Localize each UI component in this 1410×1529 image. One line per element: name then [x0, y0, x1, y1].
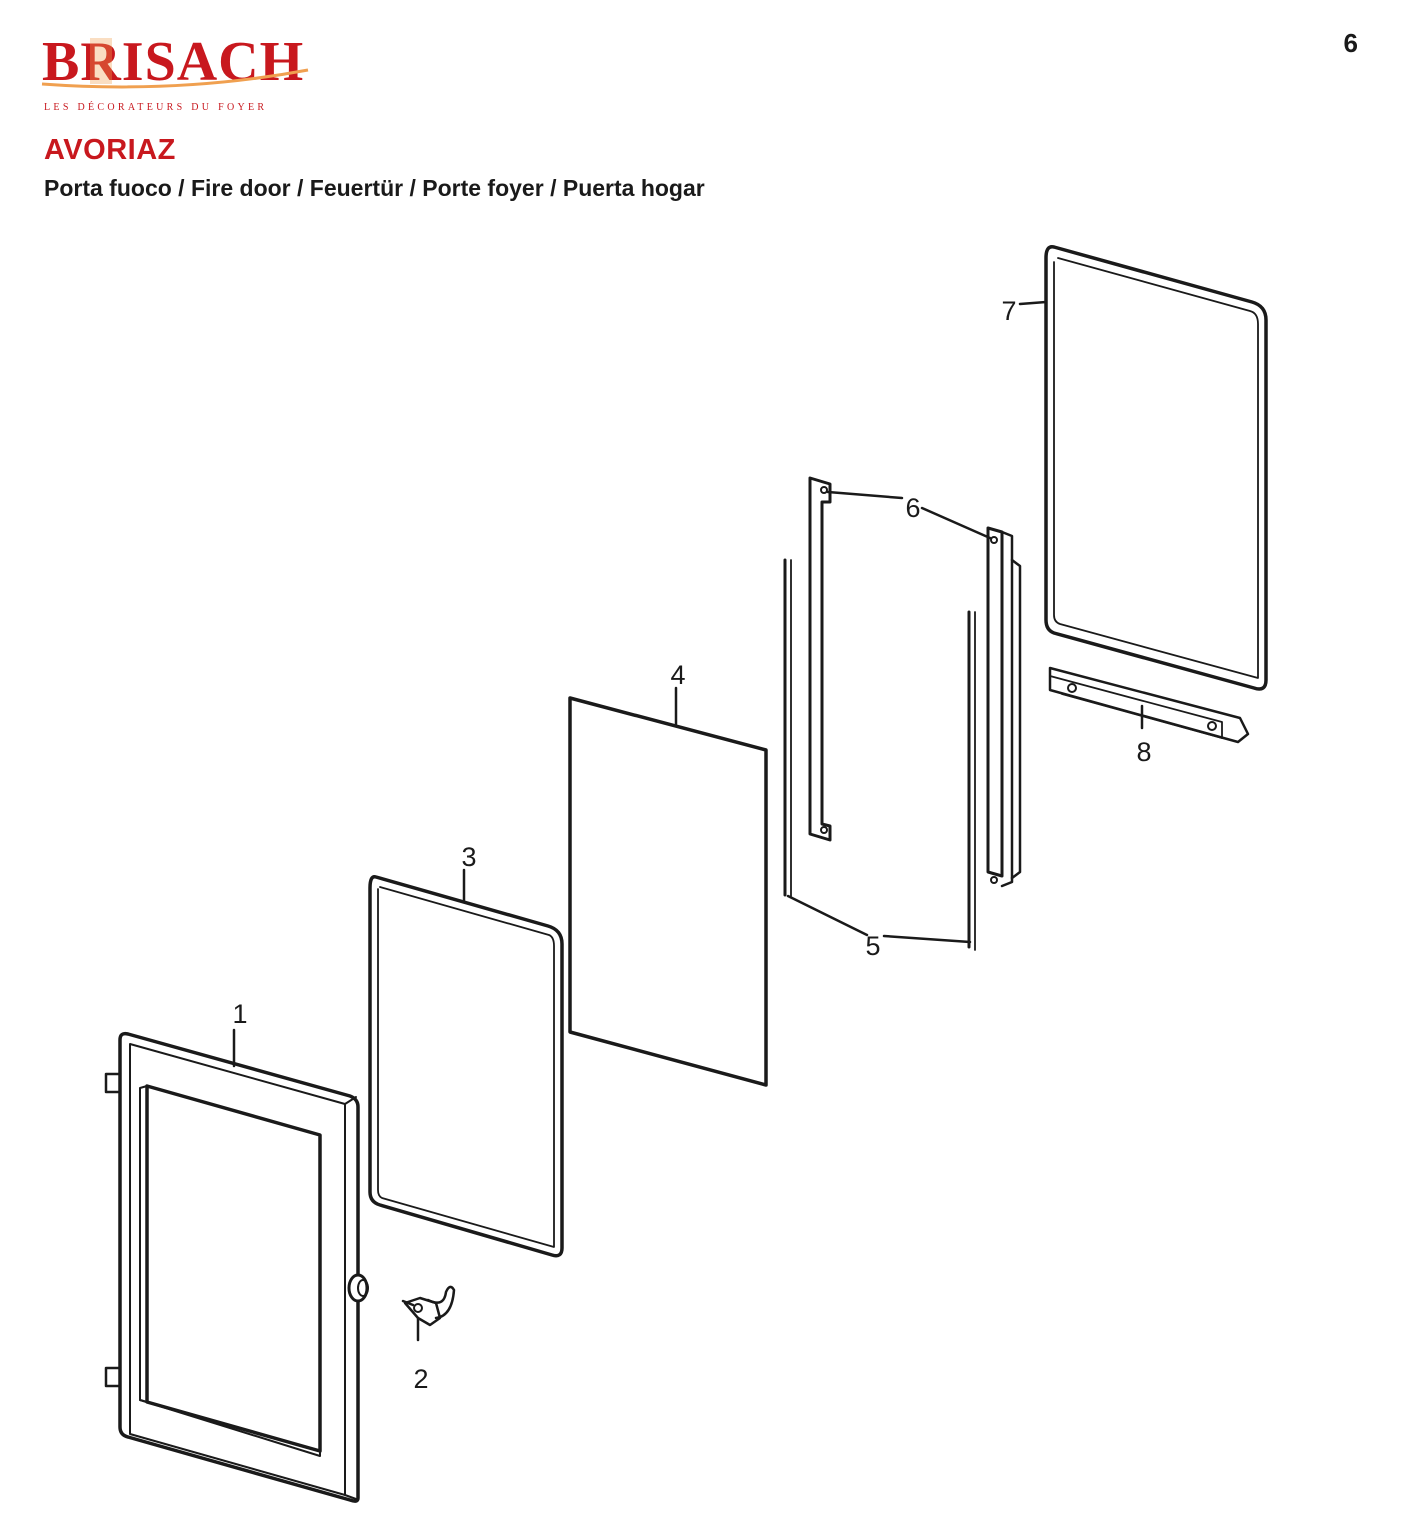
door-handle-part — [401, 1285, 456, 1342]
glass-seal-strips-part — [783, 558, 976, 951]
callout-4: 4 — [670, 660, 685, 690]
glass-gasket-part — [368, 868, 564, 1258]
svg-text:BRISACH: BRISACH — [42, 31, 304, 93]
callout-5: 5 — [865, 931, 880, 961]
rear-gasket-part — [1018, 244, 1268, 691]
callout-2: 2 — [413, 1364, 428, 1394]
glass-panel-part — [568, 686, 768, 1087]
door-frame-part — [104, 1028, 369, 1503]
brisach-logo: BRISACH LES DÉCORATEURS DU FOYER — [41, 31, 309, 113]
glass-retaining-brackets-part — [808, 476, 1022, 888]
model-title: AVORIAZ — [44, 134, 176, 166]
callout-3: 3 — [461, 842, 476, 872]
svg-text:LES DÉCORATEURS DU FOYER: LES DÉCORATEURS DU FOYER — [44, 101, 267, 113]
bottom-bracket-part — [1048, 666, 1250, 744]
page-number: 6 — [1343, 28, 1358, 58]
part-subtitle: Porta fuoco / Fire door / Feuertür / Por… — [44, 175, 705, 201]
callout-7: 7 — [1001, 296, 1016, 326]
callout-8: 8 — [1136, 737, 1151, 767]
callout-1: 1 — [232, 999, 247, 1029]
callout-6: 6 — [905, 493, 920, 523]
